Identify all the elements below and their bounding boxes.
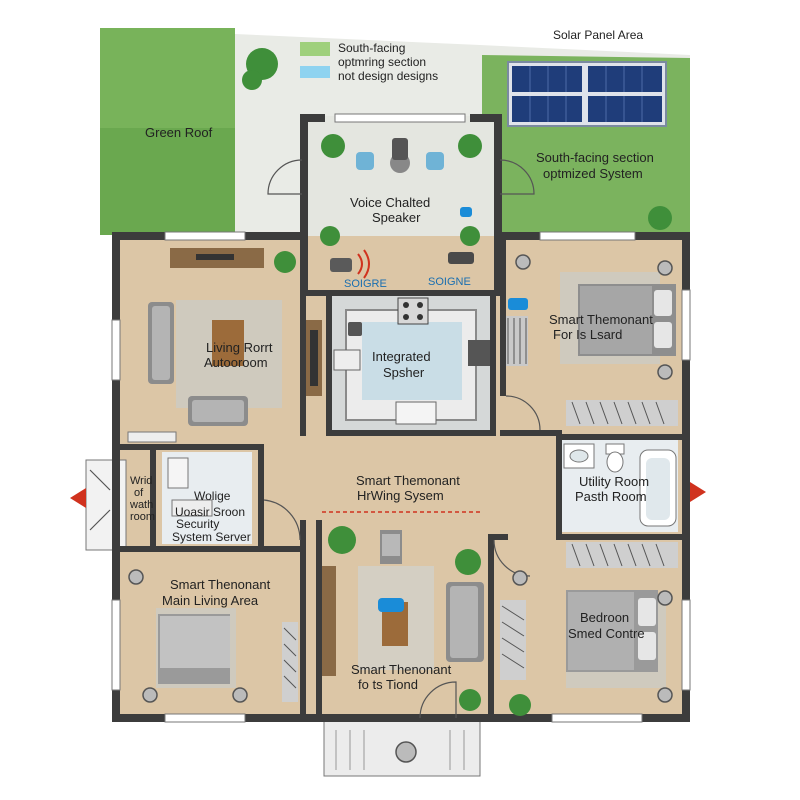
center-room-label-2: fo ts Tiond (358, 677, 418, 692)
bedroom-top-label-1: Smart Themonant (549, 312, 653, 327)
thermostat-icon (128, 254, 673, 763)
legend-swatch-design (300, 66, 330, 78)
speaker-icon (378, 138, 528, 612)
legend-label-2: not design designs (338, 69, 438, 83)
legend-label-1b: optmring section (338, 55, 426, 69)
utility-label-2: Pasth Room (575, 489, 647, 504)
hallway-label-1: Smart Themonant (356, 473, 460, 488)
wash-room-label-1: Wrid (130, 475, 152, 487)
south-facing-label-1: South-facing section (536, 150, 654, 165)
sofa-icon (148, 302, 248, 426)
legend-swatch-south (300, 42, 330, 56)
living-room-label-2: Autooroom (204, 355, 268, 370)
security-label-2: Uoasir Sroon (175, 505, 245, 519)
solar-panel-icon (507, 61, 667, 127)
wash-room-label-2: of (134, 487, 144, 499)
south-facing-label-2: optmized System (543, 166, 643, 181)
toilet-icon (605, 443, 625, 473)
bed-icon (578, 284, 676, 356)
hallway-label-2: HrWing Sysem (357, 488, 444, 503)
main-living-label-1: Smart Thenonant (170, 577, 271, 592)
bedroom-right-label-2: Smed Contre (568, 626, 645, 641)
voice-speaker-label-1: Voice Chalted (350, 195, 430, 210)
integrated-label-2: Spsher (383, 365, 425, 380)
main-living-label-2: Main Living Area (162, 593, 259, 608)
legend: South-facing optmring section not design… (300, 41, 438, 83)
window-icon (111, 113, 691, 723)
camera-icon (330, 249, 474, 336)
wash-room-label-3: wath (129, 499, 153, 511)
voice-speaker-label-2: Speaker (372, 210, 421, 225)
speaker-tag-right: SOIGNE (428, 276, 471, 288)
furniture (127, 152, 678, 702)
sink-icon (563, 443, 595, 469)
entry-arrow-icon (70, 482, 706, 508)
speaker-tag-left: SOIGRE (344, 278, 387, 290)
wash-room-label-4: room (130, 511, 155, 523)
solar-panel-area-label: Solar Panel Area (553, 28, 643, 42)
living-room-label-1: Living Rorrt (206, 340, 273, 355)
plant-icon (242, 48, 672, 716)
utility-label-1: Utility Room (579, 474, 649, 489)
legend-label-1a: South-facing (338, 41, 405, 55)
security-label-1: Wolige (194, 489, 231, 503)
center-room-label-1: Smart Thenonant (351, 662, 452, 677)
security-label-3: Security (176, 517, 219, 531)
bedroom-right-label-1: Bedroon (580, 610, 629, 625)
bathtub-icon (639, 449, 677, 527)
integrated-label-1: Integrated (372, 349, 431, 364)
door-icon (89, 159, 541, 719)
bedroom-top-label-2: For Is Lsard (553, 327, 622, 342)
green-roof-label: Green Roof (145, 125, 213, 140)
security-label-4: System Server (172, 530, 251, 544)
